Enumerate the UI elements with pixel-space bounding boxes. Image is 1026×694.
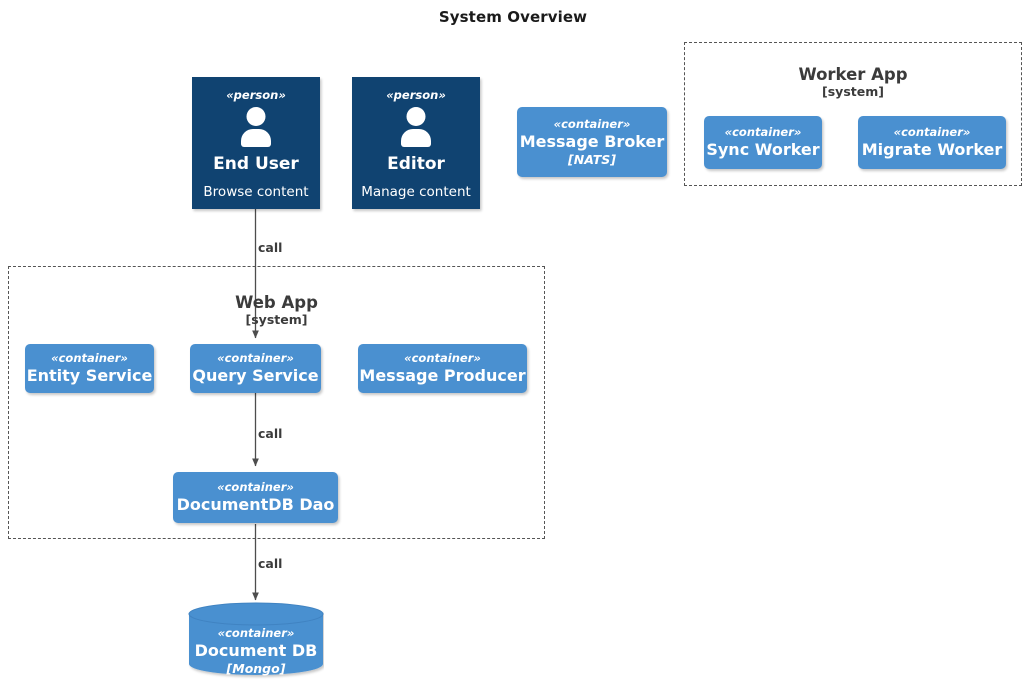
edge-label-query-service-to-documentdb-dao: call xyxy=(258,426,283,441)
person-icon xyxy=(394,107,438,149)
node-name: Sync Worker xyxy=(706,140,820,159)
group-name-worker-app: Worker App xyxy=(798,65,908,84)
node-stereotype: «person» xyxy=(386,88,446,102)
group-worker-app: Worker App [system] xyxy=(684,42,1022,186)
node-stereotype: «container» xyxy=(217,351,294,365)
node-stereotype: «container» xyxy=(51,351,128,365)
node-name: Entity Service xyxy=(26,366,153,385)
node-editor[interactable]: «person» Editor Manage content xyxy=(352,77,480,209)
node-stereotype: «person» xyxy=(226,88,286,102)
node-message-broker[interactable]: «container» Message Broker [NATS] xyxy=(517,107,667,177)
node-name: End User xyxy=(213,154,299,174)
node-stereotype: «container» xyxy=(724,125,802,139)
person-icon-head xyxy=(246,107,266,126)
node-sync-worker[interactable]: «container» Sync Worker xyxy=(704,116,822,169)
node-name: Message Producer xyxy=(359,366,526,385)
node-stereotype: «container» xyxy=(404,351,481,365)
person-icon-body xyxy=(241,129,271,147)
node-migrate-worker[interactable]: «container» Migrate Worker xyxy=(858,116,1006,169)
node-name: Editor xyxy=(387,154,445,174)
group-type-web-app: [system] xyxy=(245,312,308,327)
edge-label-documentdb-dao-to-document-db: call xyxy=(258,556,283,571)
node-query-service[interactable]: «container» Query Service xyxy=(190,344,321,393)
node-stereotype: «container» xyxy=(217,480,294,494)
database-cylinder-shape xyxy=(188,602,324,675)
group-name-web-app: Web App xyxy=(235,293,318,312)
person-icon-body xyxy=(401,129,431,147)
node-document-db[interactable]: «container» Document DB [Mongo] xyxy=(188,602,324,680)
node-description: Manage content xyxy=(361,184,471,200)
node-entity-service[interactable]: «container» Entity Service xyxy=(25,344,154,393)
node-documentdb-dao[interactable]: «container» DocumentDB Dao xyxy=(173,472,338,523)
person-icon xyxy=(234,107,278,149)
node-stereotype: «container» xyxy=(893,125,971,139)
group-title-web-app: Web App [system] xyxy=(9,293,544,327)
page-title: System Overview xyxy=(438,8,588,26)
node-end-user[interactable]: «person» End User Browse content xyxy=(192,77,320,209)
group-web-app: Web App [system] xyxy=(8,266,545,539)
edge-label-end-user-to-query-service: call xyxy=(258,240,283,255)
node-tech: [NATS] xyxy=(568,152,616,167)
node-name: Query Service xyxy=(192,366,319,385)
node-description: Browse content xyxy=(203,184,309,200)
person-icon-head xyxy=(406,107,426,126)
group-title-worker-app: Worker App [system] xyxy=(685,65,1021,99)
node-stereotype: «container» xyxy=(553,117,631,131)
node-name: Migrate Worker xyxy=(861,140,1003,159)
node-name: Message Broker xyxy=(519,132,665,151)
node-message-producer[interactable]: «container» Message Producer xyxy=(358,344,527,393)
node-name: DocumentDB Dao xyxy=(176,495,335,514)
group-type-worker-app: [system] xyxy=(822,84,884,99)
